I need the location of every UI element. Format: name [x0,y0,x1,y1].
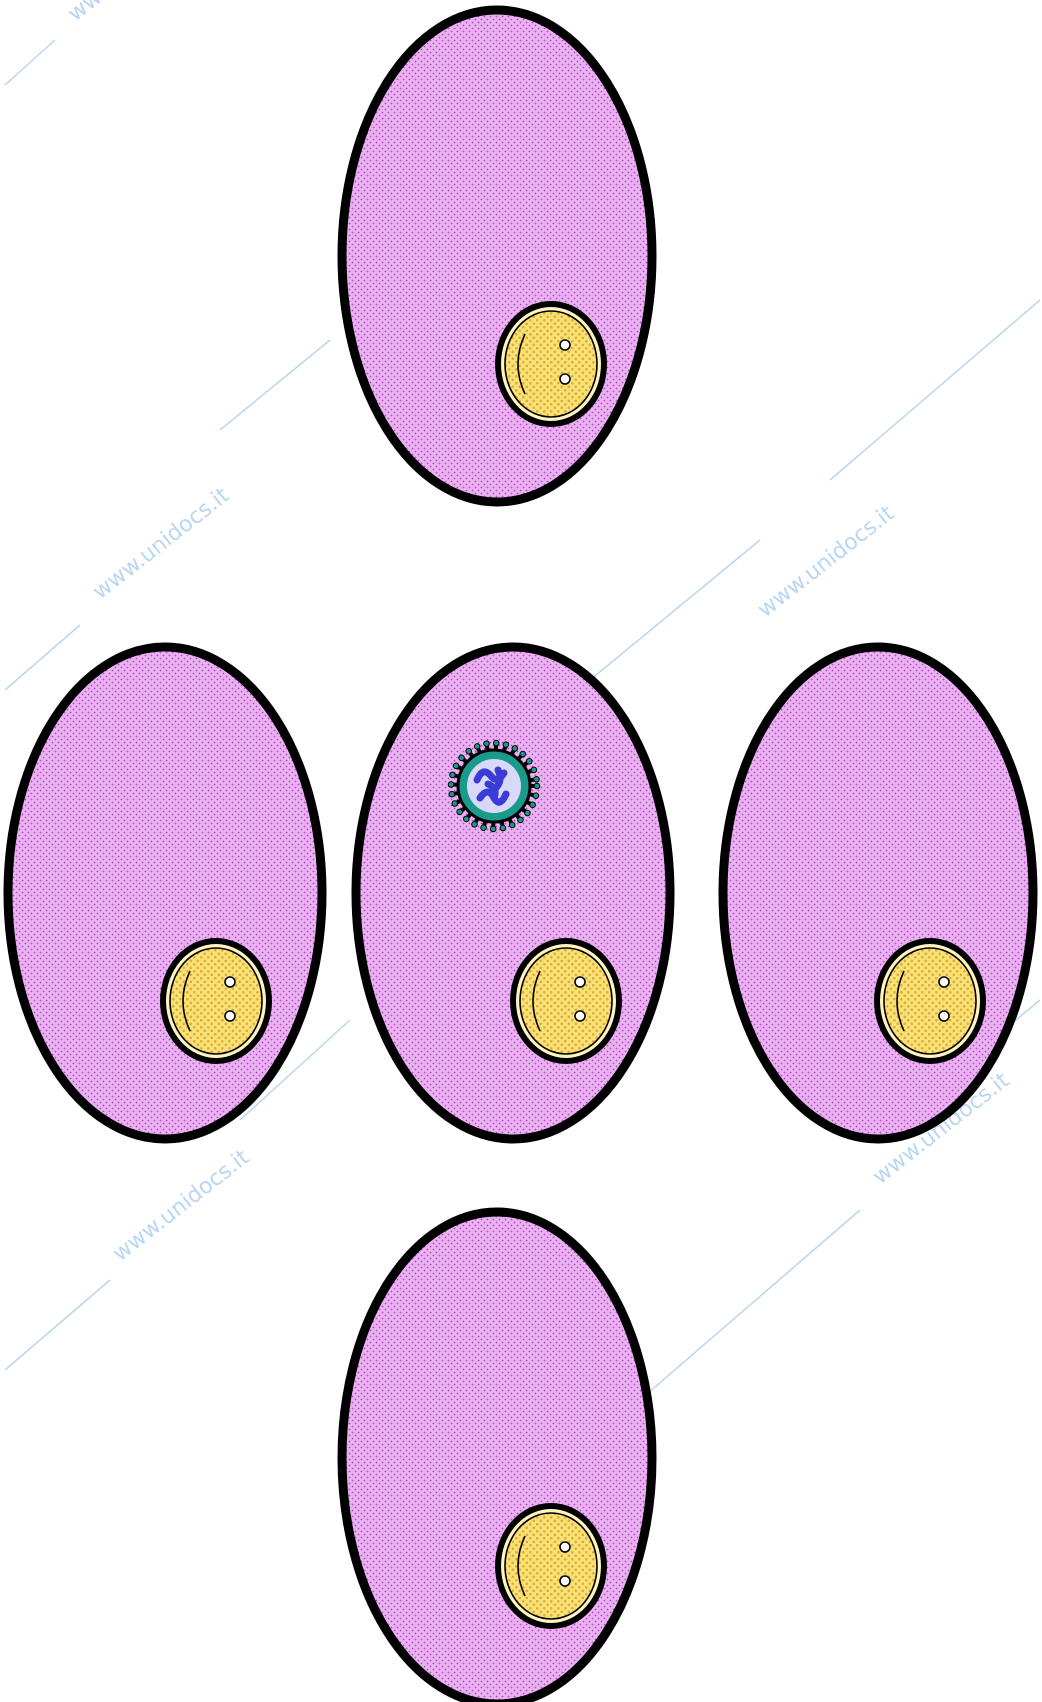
nucleus-pore [225,1011,235,1021]
cell-middle-right [723,647,1033,1139]
cell-membrane [342,10,652,502]
nucleus-pore [939,977,949,987]
cell-bottom [342,1212,652,1702]
nucleus [160,938,272,1064]
virus-genome [496,770,500,788]
cell-membrane [342,1212,652,1702]
nucleus [874,938,986,1064]
nucleus [495,301,607,427]
watermark-line [5,625,80,690]
cell-membrane [8,647,322,1139]
nucleus-pore [575,977,585,987]
watermark-text: www.unidocs.it [108,1145,254,1267]
cell-middle-center [356,647,670,1139]
watermark-line [5,40,55,85]
cell-middle-left [8,647,322,1139]
cells-layer [8,10,1033,1702]
watermark-text: www.unidocs.it [753,501,899,623]
watermark-line [220,340,330,430]
watermark-text: www.unidocs.it [88,483,234,605]
nucleus-pore [560,1542,570,1552]
watermark-line [5,1280,110,1370]
nucleus-pore [560,1576,570,1586]
watermark-line [590,540,760,680]
watermark-line [640,1210,860,1400]
nucleus-pore [560,374,570,384]
watermark-line [830,300,1040,480]
nucleus [495,1503,607,1629]
cell-membrane [356,647,670,1139]
watermark-text: www.unidocs.it [63,0,209,27]
nucleus-pore [225,977,235,987]
cell-membrane [723,647,1033,1139]
nucleus-pore [560,340,570,350]
nucleus [510,938,622,1064]
nucleus-pore [939,1011,949,1021]
nucleus-pore [575,1011,585,1021]
cell-top [342,10,652,502]
